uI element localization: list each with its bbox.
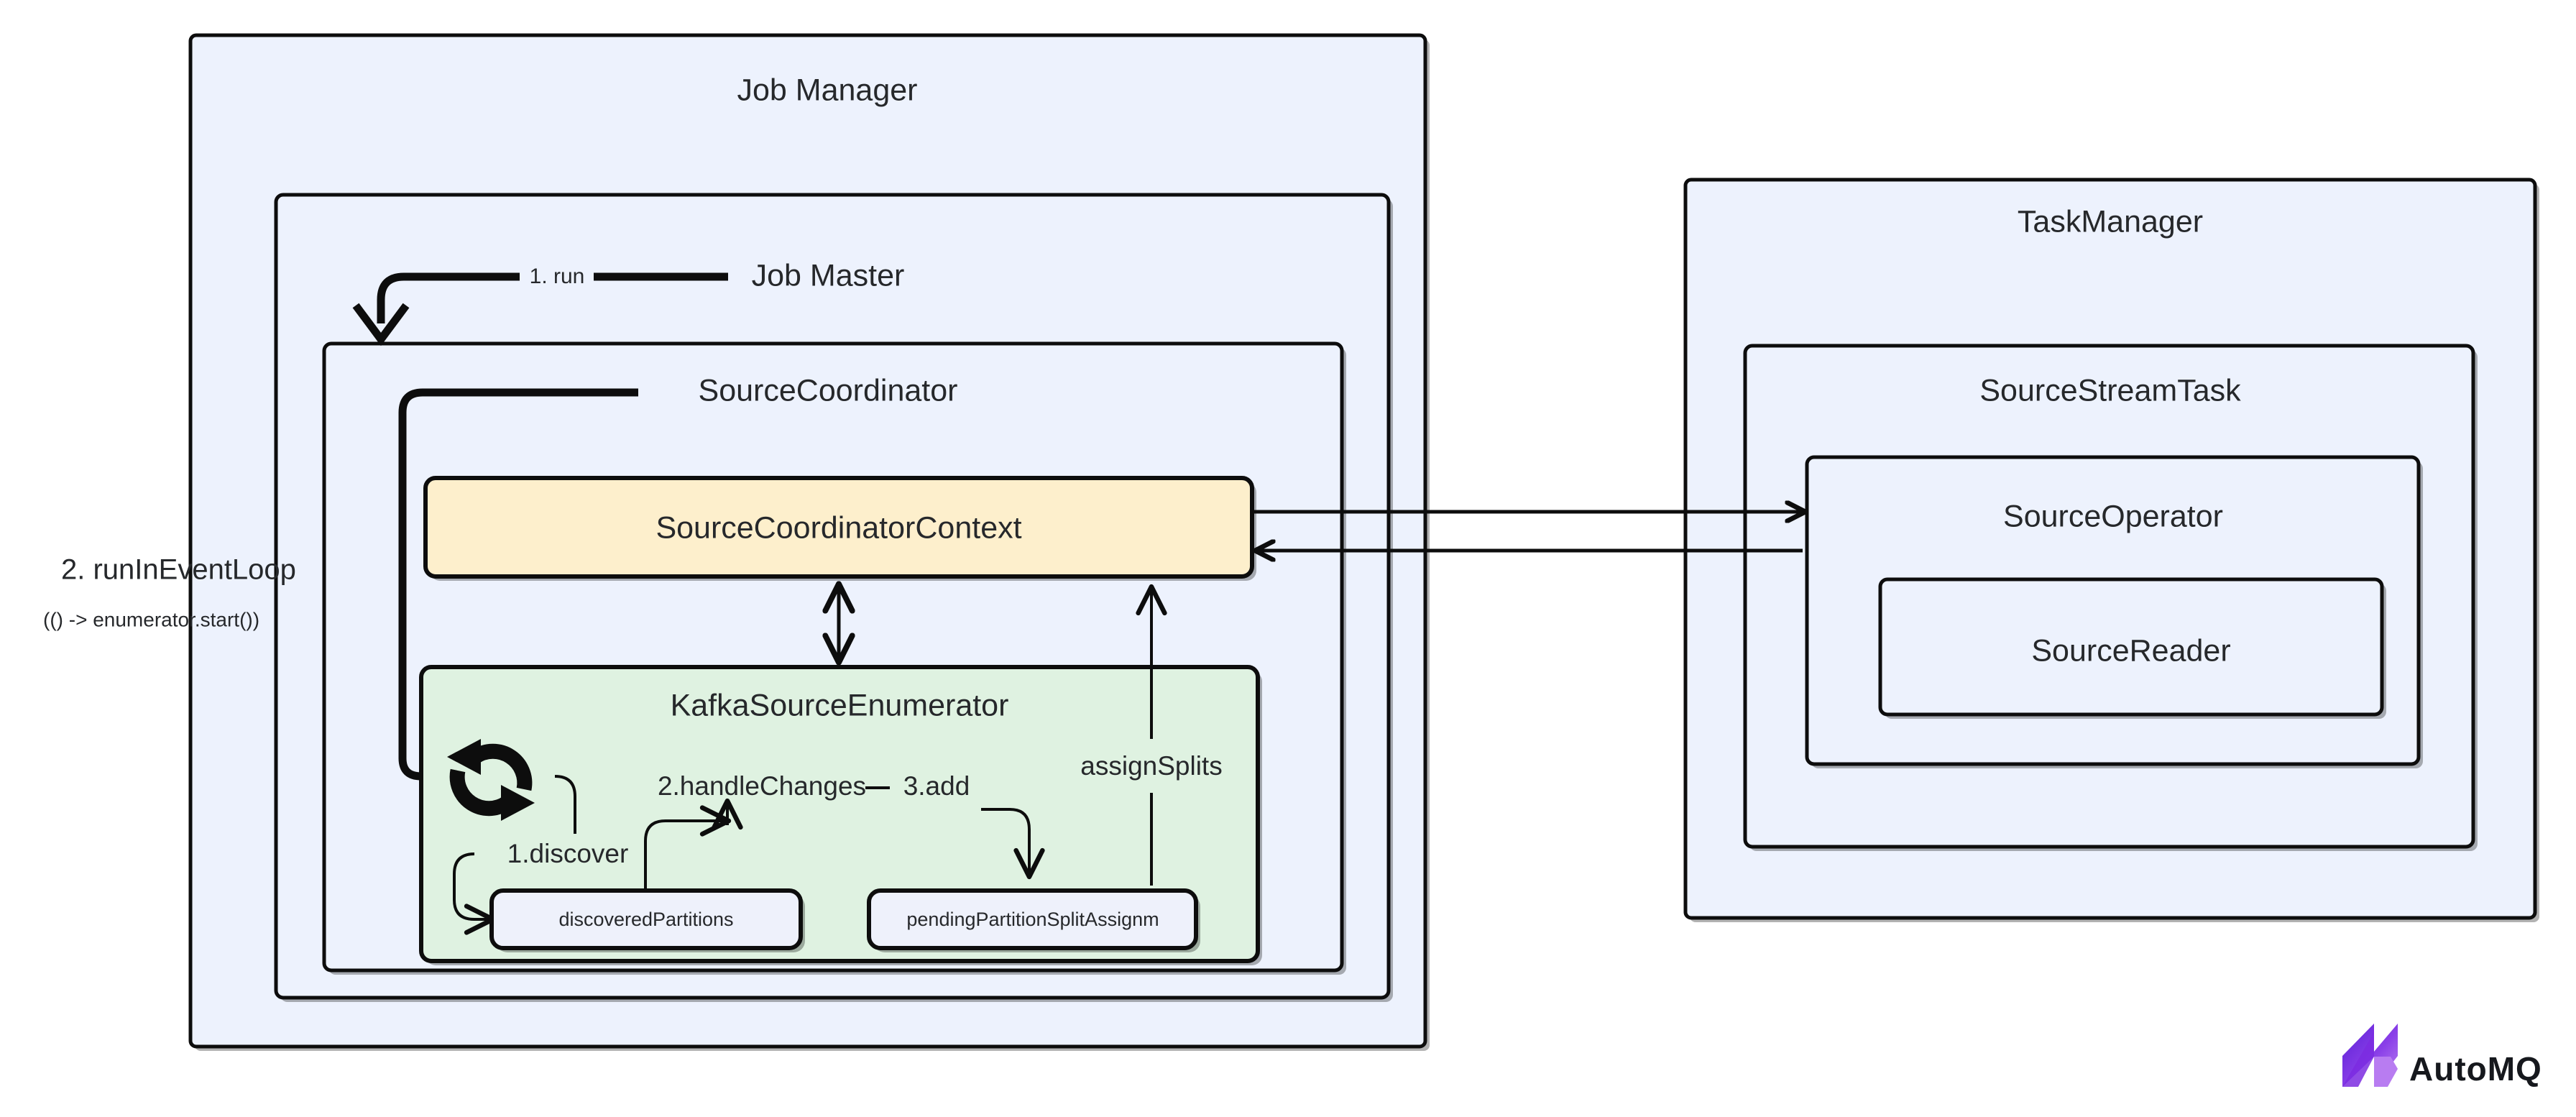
source-reader-panel: SourceReader (1878, 577, 2386, 719)
automq-logo: AutoMQ (2342, 1024, 2542, 1088)
automq-logo-mark (2342, 1024, 2398, 1087)
edge-add: 3.add (903, 771, 1045, 880)
edge-assign-splits-label: assignSplits (1080, 751, 1222, 781)
edge-run-label: 1. run (530, 265, 585, 288)
edge-discover: 1.discover (453, 775, 629, 935)
source-reader-box (1878, 577, 2384, 717)
source-coordinator-label: SourceCoordinator (699, 373, 958, 408)
edge-discover-label: 1.discover (507, 839, 629, 868)
source-stream-task-label: SourceStreamTask (1979, 373, 2241, 408)
source-reader-label: SourceReader (2031, 633, 2230, 668)
source-coordinator-context: SourceCoordinatorContext (423, 476, 1256, 581)
pending-partition-split-assignment-label: pendingPartitionSplitAssignm (906, 909, 1159, 930)
task-manager-label: TaskManager (2018, 204, 2203, 239)
edge-handle-changes-path (644, 819, 722, 890)
pending-partition-split-assignment-box (867, 888, 1198, 950)
discovered-partitions: discoveredPartitions (489, 888, 805, 952)
edge-run: 1. run (352, 265, 728, 346)
source-coordinator-context-label: SourceCoordinatorContext (656, 510, 1021, 545)
edge-run-left-segment (377, 272, 520, 323)
edge-handle-changes-label: 2.handleChanges (658, 771, 866, 801)
discovered-partitions-label: discoveredPartitions (558, 909, 733, 930)
edge-add-path (981, 808, 1045, 880)
edge-discover-stub (554, 775, 576, 834)
job-master-label: Job Master (752, 258, 905, 293)
run-in-event-loop-line1: 2. runInEventLoop (61, 554, 296, 586)
discovered-partitions-box (489, 888, 803, 950)
kafka-source-enumerator-label: KafkaSourceEnumerator (671, 688, 1009, 722)
automq-logo-text: AutoMQ (2409, 1050, 2542, 1088)
runineventloop-path (398, 388, 638, 781)
source-operator-label: SourceOperator (2003, 499, 2223, 533)
edges-coordinator-taskmanager (1254, 512, 1803, 551)
pending-partition-split-assignment: pendingPartitionSplitAssignm (867, 888, 1200, 952)
edge-assign-splits: assignSplits (1080, 584, 1223, 886)
run-in-event-loop-line2: (() -> enumerator.start()) (43, 608, 259, 630)
kafka-source-enumerator-box (419, 665, 1260, 963)
source-coordinator-context-box (423, 476, 1254, 579)
refresh-loop-icon (447, 739, 535, 821)
job-manager-label: Job Manager (737, 73, 918, 107)
run-in-event-loop-note: 2. runInEventLoop (() -> enumerator.star… (43, 554, 296, 631)
edge-handle-changes: 2.handleChanges (644, 771, 890, 890)
edge-run-arrowhead (352, 303, 410, 346)
edge-add-label: 3.add (903, 771, 970, 801)
